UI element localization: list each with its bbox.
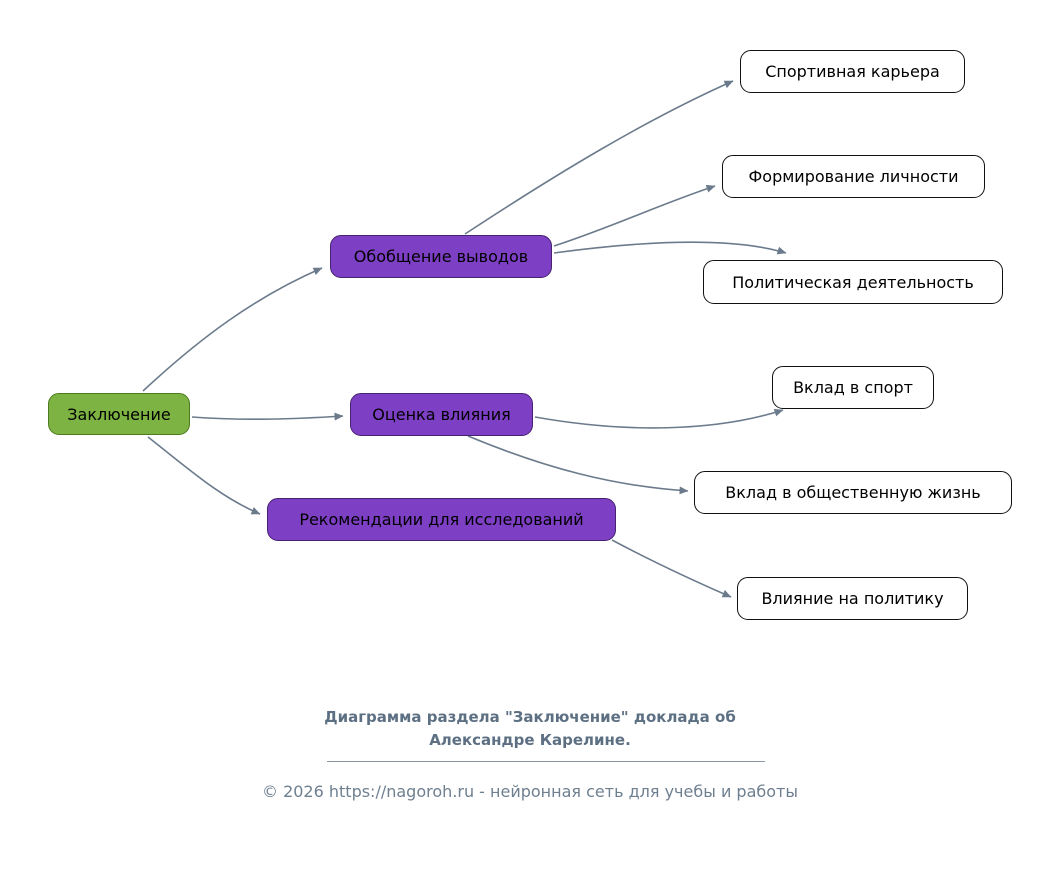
node-root[interactable]: Заключение [48, 393, 190, 435]
node-sport-career[interactable]: Спортивная карьера [740, 50, 965, 93]
node-recommendations-label: Рекомендации для исследований [299, 510, 584, 529]
footer-link[interactable]: https://nagoroh.ru [328, 782, 475, 801]
node-impact[interactable]: Оценка влияния [350, 393, 533, 436]
node-recommendations[interactable]: Рекомендации для исследований [267, 498, 616, 541]
node-sport-career-label: Спортивная карьера [765, 62, 940, 81]
node-politics-influence[interactable]: Влияние на политику [737, 577, 968, 620]
edge-summary-sport-career [464, 80, 734, 235]
edge-summary-personality [553, 184, 716, 247]
edge-root-summary [142, 267, 323, 392]
node-political-activity-label: Политическая деятельность [732, 272, 974, 292]
node-sport-contribution[interactable]: Вклад в спорт [772, 366, 934, 409]
copyright-suffix: - нейронная сеть для учебы и работы [474, 782, 798, 801]
edge-impact-sport-contribution [534, 408, 784, 429]
node-politics-influence-label: Влияние на политику [761, 589, 944, 608]
edge-summary-political-activity [553, 241, 787, 255]
diagram-caption-line2: Александре Карелине. [429, 730, 631, 749]
node-public-life[interactable]: Вклад в общественную жизнь [694, 471, 1012, 514]
node-sport-contribution-label: Вклад в спорт [793, 378, 913, 397]
node-personality[interactable]: Формирование личности [722, 155, 985, 198]
node-summary-label: Обобщение выводов [353, 247, 529, 266]
footer-divider [327, 761, 765, 762]
diagram-caption-line1: Диаграмма раздела "Заключение" доклада о… [324, 708, 736, 726]
node-public-life-label: Вклад в общественную жизнь [725, 483, 981, 502]
node-personality-label: Формирование личности [748, 167, 959, 186]
node-root-label: Заключение [67, 404, 171, 424]
node-summary[interactable]: Обобщение выводов [330, 235, 552, 278]
diagram-caption: Диаграмма раздела "Заключение" доклада о… [0, 706, 1060, 751]
node-impact-label: Оценка влияния [372, 405, 511, 424]
edge-recommendations-politics-influence [611, 539, 732, 598]
footer-copyright: © 2026 https://nagoroh.ru - нейронная се… [0, 782, 1060, 801]
edge-root-impact [191, 412, 344, 421]
copyright-prefix: © 2026 [261, 782, 329, 801]
edge-impact-public-life [467, 435, 689, 495]
node-political-activity[interactable]: Политическая деятельность [703, 260, 1003, 304]
edge-root-recommendations [147, 436, 261, 515]
